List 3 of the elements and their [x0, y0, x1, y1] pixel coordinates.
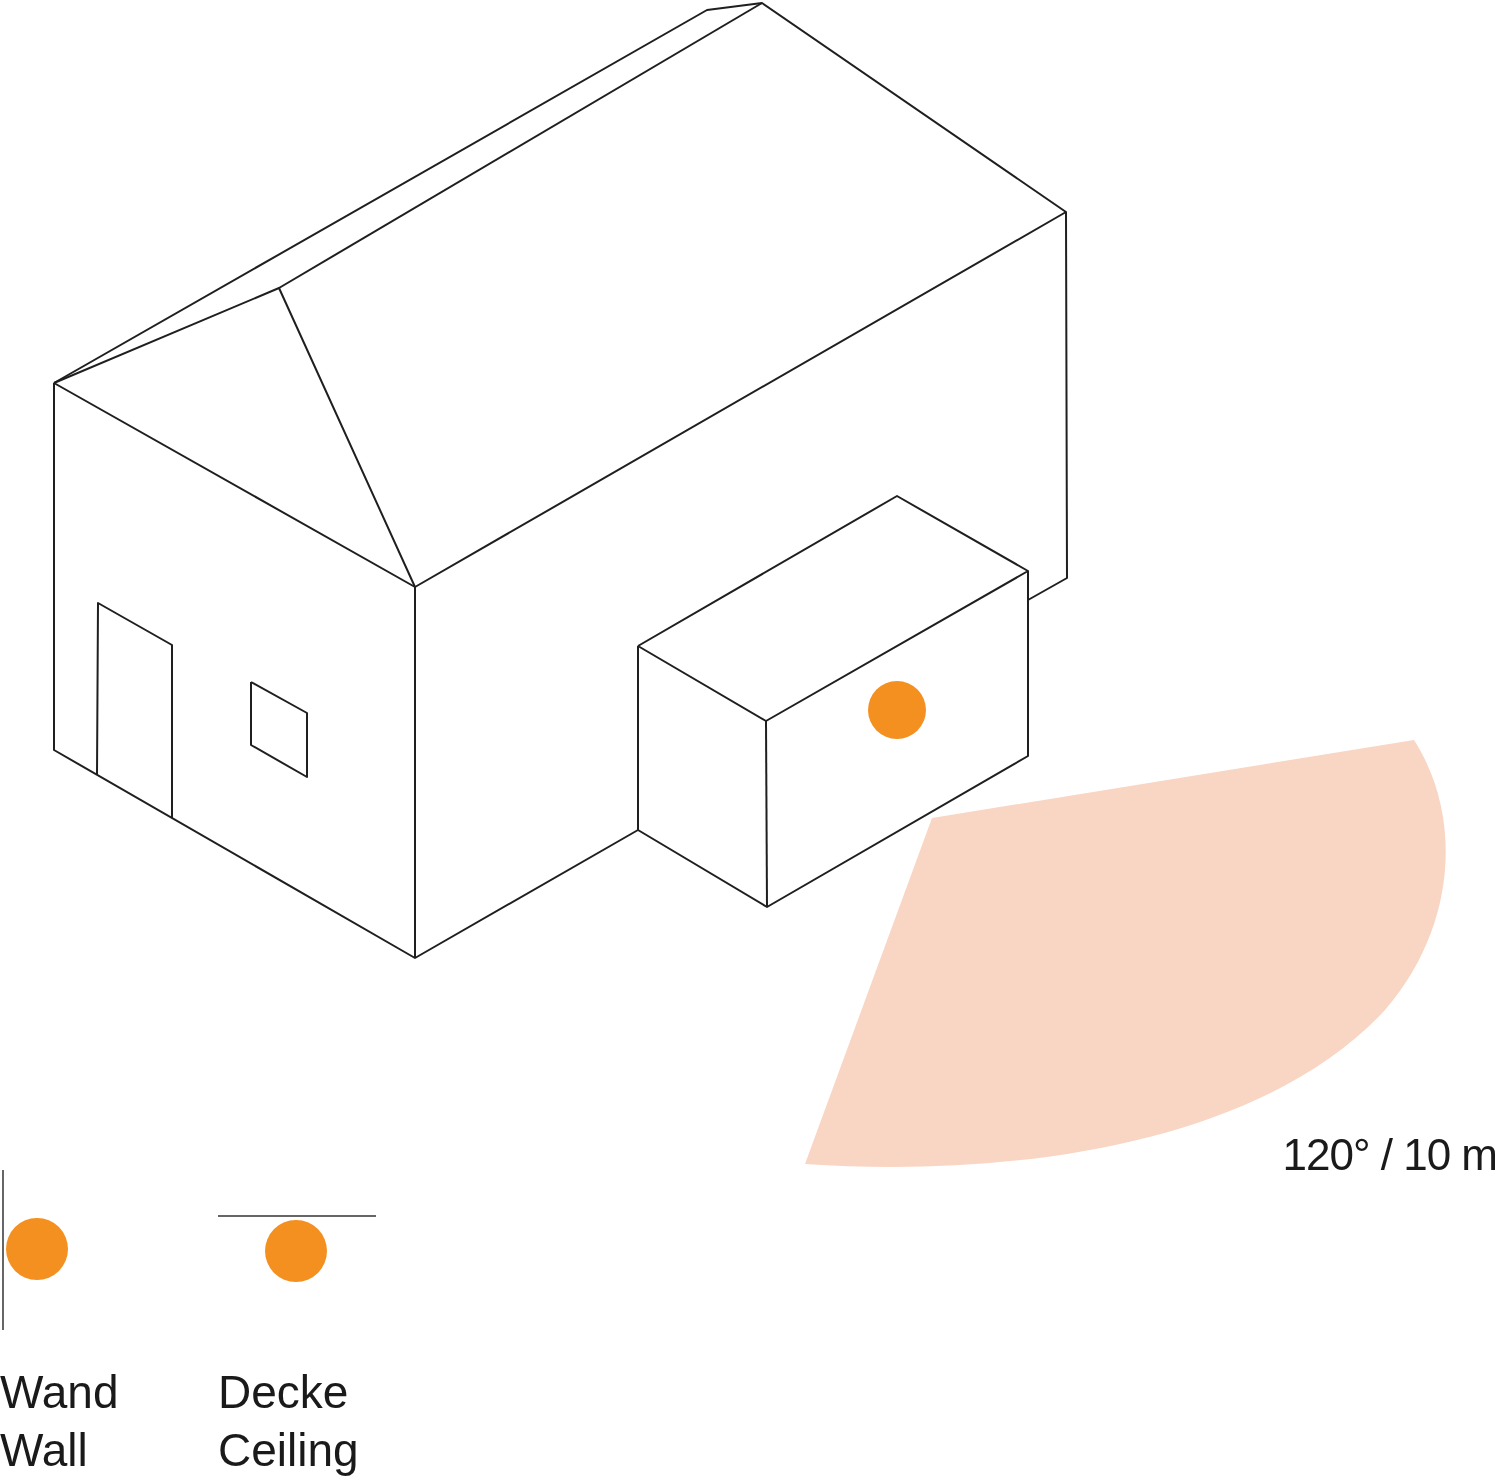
- range-label: 120° / 10 m: [1282, 1133, 1497, 1177]
- legend-label: Decke Ceiling: [218, 1365, 360, 1477]
- legend-label: Wand Wall: [0, 1365, 120, 1477]
